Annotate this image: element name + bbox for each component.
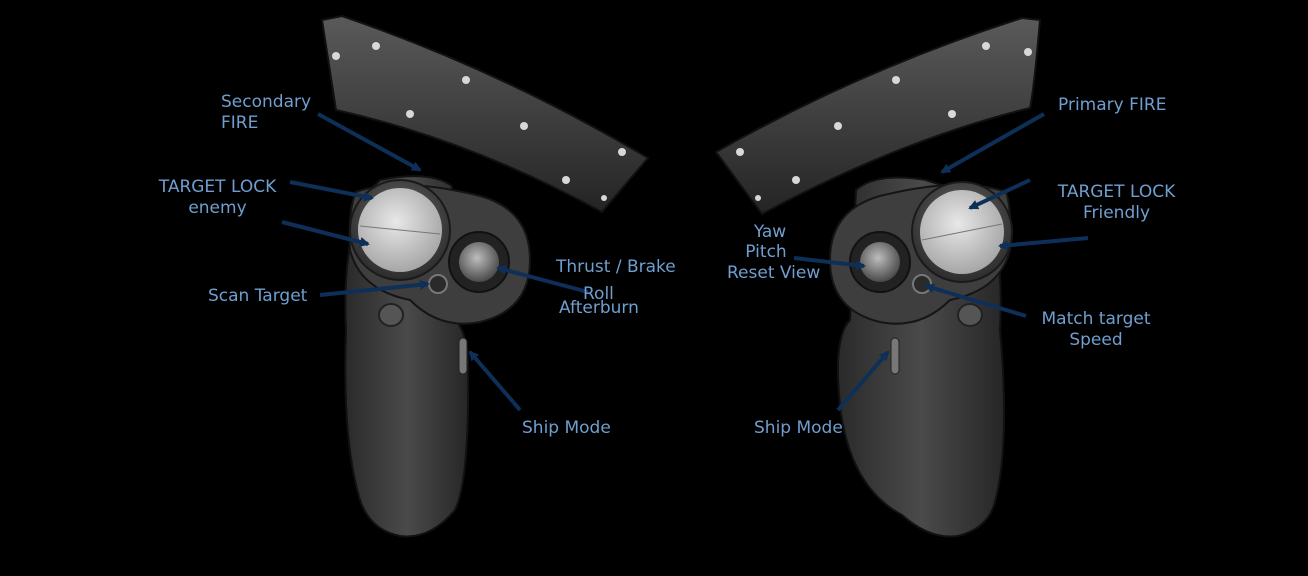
callout-arrows <box>281 112 1089 412</box>
left-tracking-ring <box>320 14 650 214</box>
label-pitch: Pitch <box>745 242 787 262</box>
right-grab-button[interactable] <box>890 337 900 375</box>
label-scan-target: Scan Target <box>208 286 308 306</box>
label-thrust-brake: Thrust / Brake <box>556 257 676 277</box>
left-windows-button[interactable] <box>378 303 404 327</box>
label-roll: Roll <box>583 284 614 304</box>
arrow-thrust-brake <box>496 265 589 294</box>
label-reset-view: Reset View <box>727 263 821 283</box>
left-touchpad-divider <box>359 225 441 235</box>
right-tracking-ring <box>714 16 1042 216</box>
right-controller <box>714 16 1042 538</box>
arrow-secondary-fire <box>317 112 422 172</box>
arrow-match-speed <box>924 283 1027 318</box>
left-controller <box>320 14 650 538</box>
label-target-lock-friendly: TARGET LOCK Friendly <box>1057 182 1176 223</box>
right-windows-button[interactable] <box>957 303 983 327</box>
left-ring-leds <box>332 42 626 201</box>
label-ship-mode-right: Ship Mode <box>754 418 843 438</box>
arrow-primary-fire <box>940 112 1045 174</box>
left-thumbstick[interactable] <box>459 242 499 282</box>
arrow-scan-target <box>319 279 430 297</box>
label-ship-mode-left: Ship Mode <box>522 418 611 438</box>
label-match-target-speed: Match target Speed <box>1041 309 1151 350</box>
arrow-yaw-pitch <box>793 256 866 271</box>
label-primary-fire: Primary FIRE <box>1058 95 1167 115</box>
label-target-lock-enemy: TARGET LOCK enemy <box>158 177 277 218</box>
label-yaw: Yaw <box>753 222 787 242</box>
label-afterburn: Afterburn <box>559 298 639 318</box>
right-menu-button[interactable] <box>912 274 932 294</box>
right-touchpad-divider <box>921 223 1003 241</box>
right-ring-leds <box>736 42 1032 201</box>
arrow-target-lock-friendly-2 <box>998 236 1089 251</box>
label-secondary-fire: Secondary FIRE <box>221 92 312 133</box>
arrow-ship-mode-right <box>836 350 890 412</box>
arrow-ship-mode-left <box>468 350 522 412</box>
left-menu-button[interactable] <box>428 274 448 294</box>
arrow-target-lock-enemy-1 <box>289 180 374 202</box>
right-thumbstick[interactable] <box>860 242 900 282</box>
arrow-target-lock-friendly-1 <box>968 178 1031 210</box>
arrow-target-lock-enemy-2 <box>281 220 370 247</box>
left-grab-button[interactable] <box>458 337 468 375</box>
